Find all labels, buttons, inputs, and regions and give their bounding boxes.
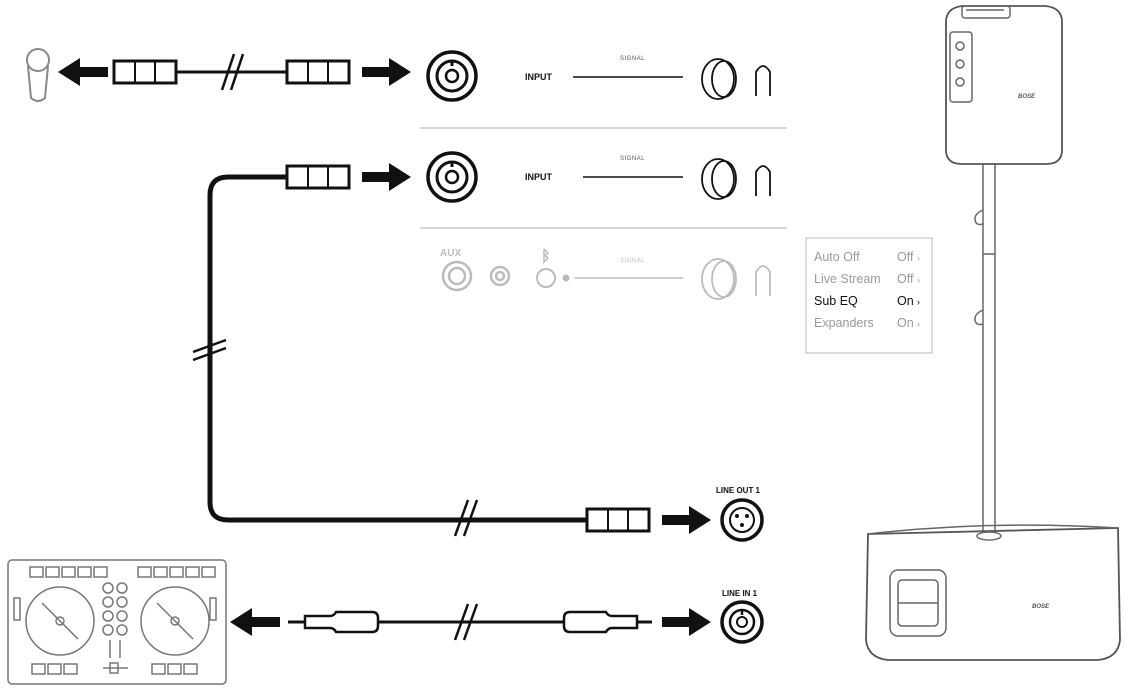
- dj-controller-icon: [7, 559, 227, 685]
- signal-label: SIGNAL: [620, 156, 645, 162]
- xlr-plug-right: [285, 59, 351, 85]
- volume-knob-icon[interactable]: [701, 58, 771, 100]
- menu-item-label: Live Stream: [814, 272, 881, 286]
- menu-item-sub-eq[interactable]: Sub EQ On ›: [814, 294, 920, 308]
- aux-jack-icon: [441, 260, 511, 292]
- trs-plug-left: [303, 610, 380, 634]
- speaker-brand: BOSE: [1018, 94, 1036, 100]
- arrow-left-icon: [58, 58, 108, 86]
- combo-jack-icon: [720, 600, 764, 644]
- combo-jack-icon: [426, 151, 478, 203]
- menu-item-value: On: [897, 316, 914, 330]
- arrow-right-icon: [362, 58, 411, 86]
- channel-3-row: AUX SIGNAL: [440, 248, 771, 300]
- arrow-right-icon: [362, 163, 411, 191]
- line-out-label: LINE OUT 1: [716, 486, 761, 495]
- xlr-plug-top: [285, 164, 351, 190]
- input-label: INPUT: [525, 72, 553, 82]
- chevron-right-icon: ›: [917, 275, 920, 285]
- menu-item-label: Sub EQ: [814, 294, 858, 308]
- volume-knob-icon[interactable]: [701, 158, 771, 200]
- menu-item-value: Off: [897, 272, 914, 286]
- signal-label: SIGNAL: [620, 258, 645, 264]
- xlr-plug-left: [112, 59, 178, 85]
- settings-menu: Auto Off Off › Live Stream Off › Sub EQ …: [805, 237, 933, 354]
- xlr-plug-bottom: [585, 507, 651, 533]
- stand-pole: [982, 161, 996, 535]
- menu-item-auto-off[interactable]: Auto Off Off ›: [814, 250, 920, 264]
- microphone-icon: [26, 48, 50, 102]
- input-label: INPUT: [525, 172, 553, 182]
- chevron-right-icon: ›: [917, 297, 920, 307]
- bluetooth-icon: [543, 248, 550, 264]
- aux-label: AUX: [440, 248, 461, 259]
- arrow-left-icon: [230, 608, 280, 636]
- arrow-right-icon: [662, 608, 711, 636]
- channel-1-row: INPUT SIGNAL: [426, 50, 771, 102]
- line-out-cable: [192, 163, 711, 537]
- menu-item-label: Expanders: [814, 316, 874, 330]
- chevron-right-icon: ›: [917, 319, 920, 329]
- mic-cable: [58, 53, 411, 91]
- menu-item-value: On: [897, 294, 914, 308]
- line-in-label: LINE IN 1: [722, 589, 758, 598]
- menu-item-live-stream[interactable]: Live Stream Off ›: [814, 272, 920, 286]
- base-unit: [865, 527, 1121, 661]
- menu-item-value: Off: [897, 250, 914, 264]
- base-brand: BOSE: [1032, 604, 1050, 610]
- speaker-unit: [945, 5, 1063, 165]
- menu-item-expanders[interactable]: Expanders On ›: [814, 316, 920, 330]
- line-in-cable: [230, 603, 711, 641]
- trs-plug-right: [562, 610, 639, 634]
- chevron-right-icon: ›: [917, 253, 920, 263]
- menu-item-label: Auto Off: [814, 250, 860, 264]
- bluetooth-button-icon[interactable]: [536, 268, 570, 288]
- signal-label: SIGNAL: [620, 56, 645, 62]
- arrow-right-icon: [662, 506, 711, 534]
- volume-knob-icon[interactable]: [701, 258, 771, 300]
- combo-jack-icon: [426, 50, 478, 102]
- xlr-jack-icon: [720, 498, 764, 542]
- channel-2-row: INPUT SIGNAL: [426, 151, 771, 203]
- speaker-system: BOSE BOSE: [865, 5, 1121, 661]
